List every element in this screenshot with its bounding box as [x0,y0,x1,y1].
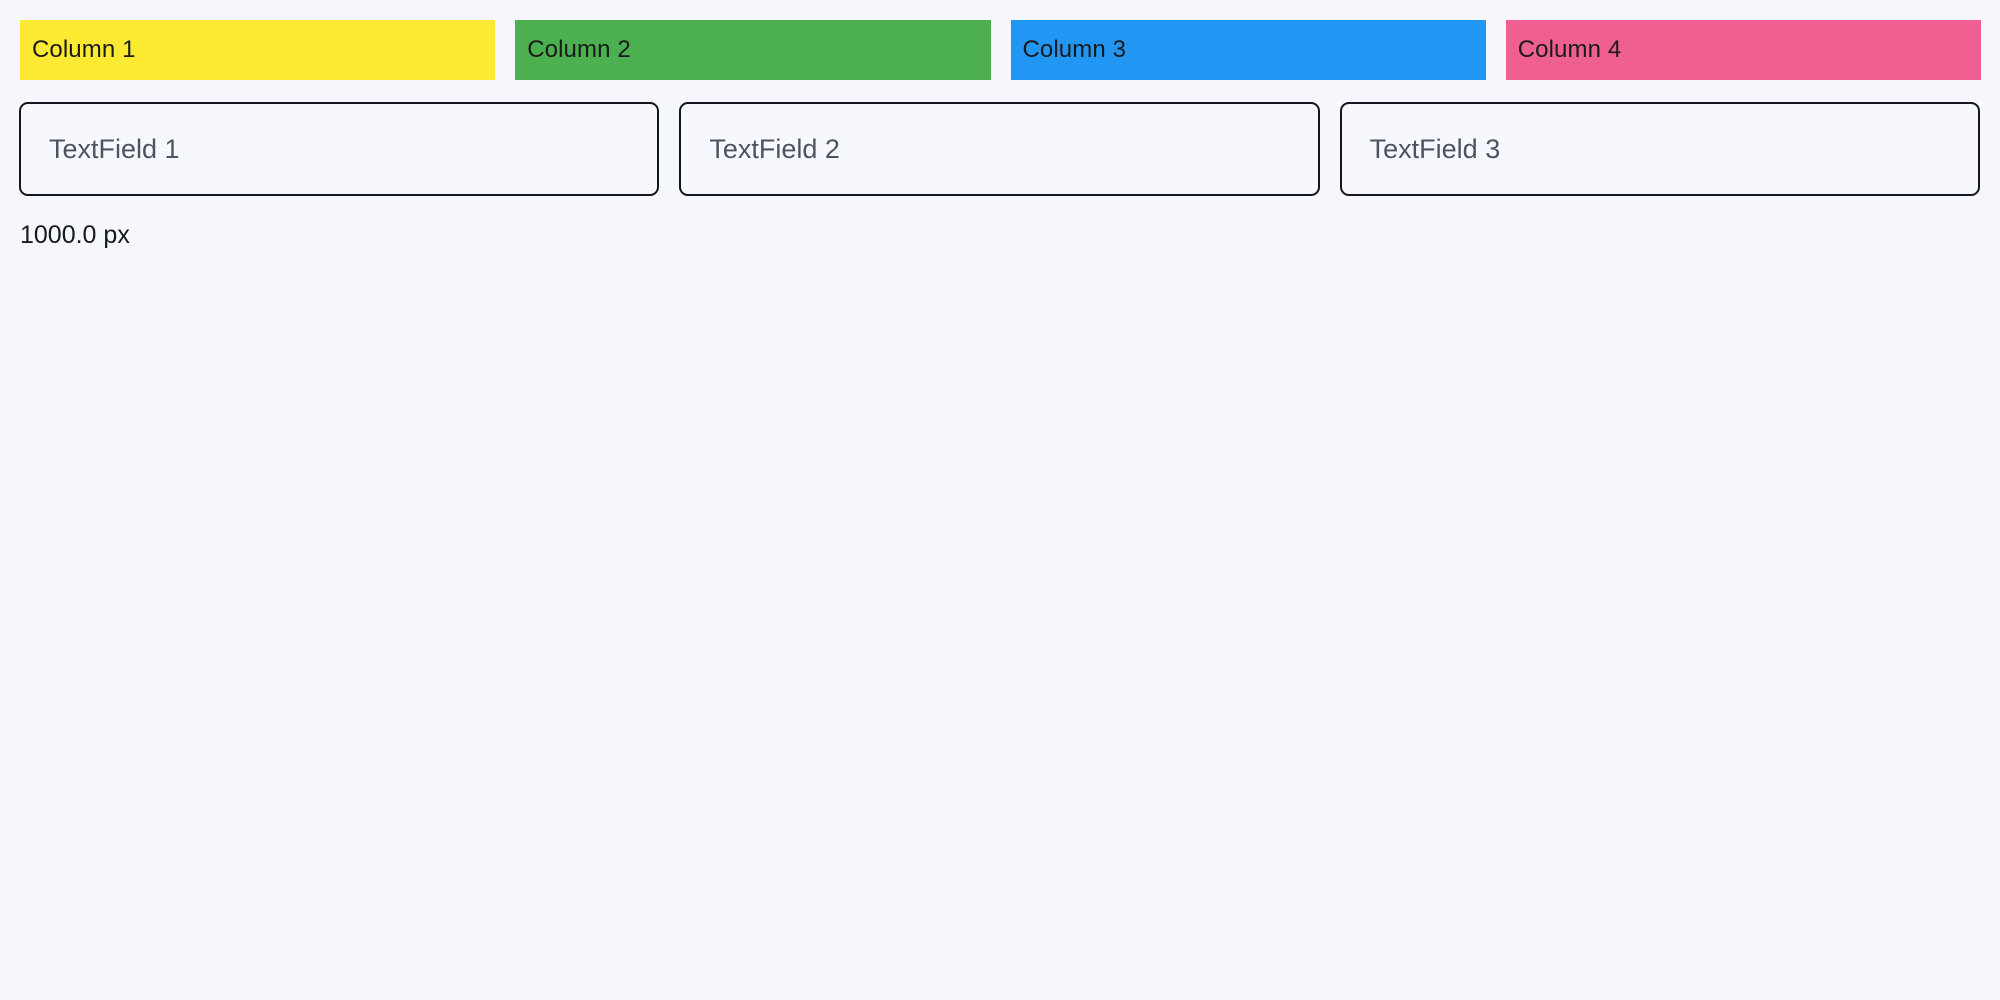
column-block-3-label: Column 3 [1022,36,1127,63]
textfield-3-placeholder: TextField 3 [1369,133,1501,164]
column-block-1[interactable]: Column 1 [20,20,496,80]
textfield-2-placeholder: TextField 2 [709,133,840,164]
textfield-3[interactable]: TextField 3 [1339,102,1980,196]
textfield-1[interactable]: TextField 1 [19,102,660,196]
textfields-row: TextField 1 TextField 2 TextField 3 [19,102,1980,196]
column-block-4[interactable]: Column 4 [1505,20,1981,80]
column-block-4-label: Column 4 [1517,36,1622,63]
column-block-3[interactable]: Column 3 [1010,20,1486,80]
column-block-1-label: Column 1 [32,36,136,63]
column-block-2-label: Column 2 [527,36,631,63]
column-block-2[interactable]: Column 2 [515,20,991,80]
textfield-1-placeholder: TextField 1 [49,133,180,164]
size-readout: 1000.0 px [20,221,130,249]
textfield-2[interactable]: TextField 2 [679,102,1320,196]
columns-row: Column 1 Column 2 Column 3 Column 4 [20,20,1981,80]
canvas-area [0,260,2000,1000]
